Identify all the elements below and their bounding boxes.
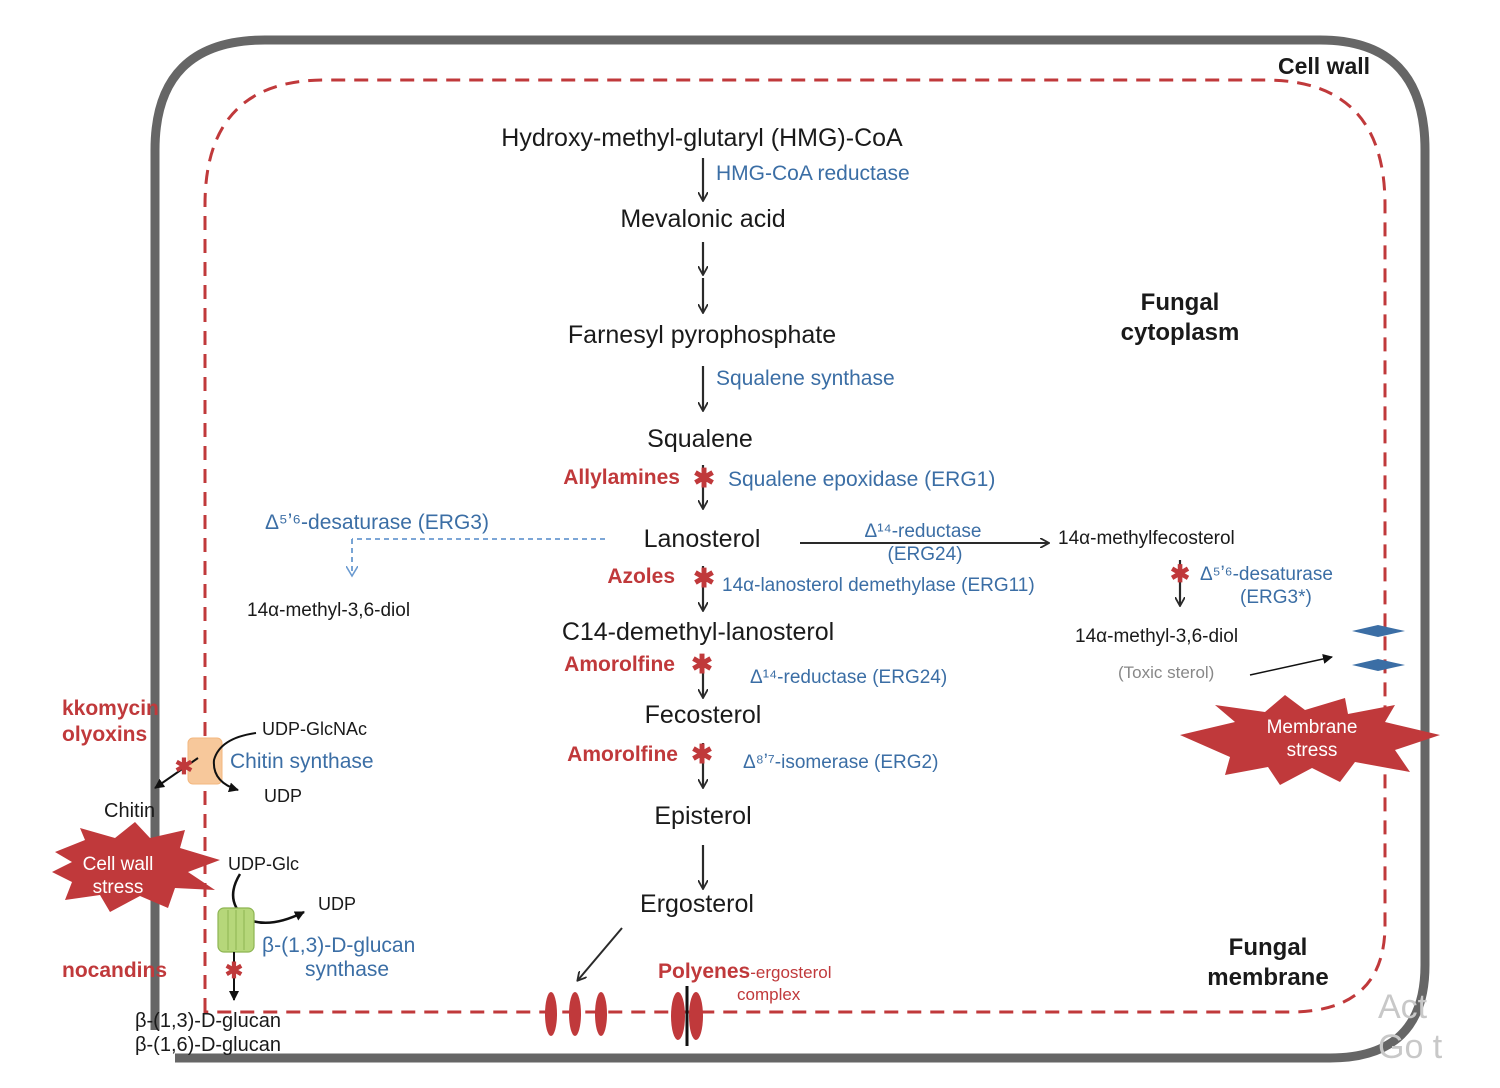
mevalonic-acid: Mevalonic acid	[620, 205, 785, 233]
reductase-right-2: (ERG24)	[888, 544, 963, 565]
squalene-epoxidase: Squalene epoxidase (ERG1)	[728, 468, 995, 491]
fecosterol: Fecosterol	[645, 701, 762, 729]
glucan-synthase-channel	[217, 907, 255, 953]
inhibition-mark-allylamines: ✱	[693, 463, 715, 493]
nikkomycin: kkomycin	[62, 697, 159, 720]
desaturase-right-2: (ERG3*)	[1240, 587, 1312, 608]
chitin: Chitin	[104, 800, 155, 822]
udp-2: UDP	[318, 894, 356, 914]
arrow-toxic-to-membrane	[1249, 654, 1333, 676]
lanosterol-demethylase: 14α-lanosterol demethylase (ERG11)	[722, 575, 1035, 596]
desaturase-right-1: Δ⁵ʼ⁶-desaturase	[1200, 564, 1333, 585]
udp-1: UDP	[264, 786, 302, 806]
cell-wall-border	[150, 35, 1430, 1063]
amorolfine-2: Amorolfine	[567, 743, 678, 766]
desaturase-erg3-left: Δ⁵ʼ⁶-desaturase (ERG3)	[265, 511, 489, 534]
polyene-ergosterol-complex-shape	[671, 986, 703, 1046]
glucan-13: β-(1,3)-D-glucan	[135, 1010, 281, 1032]
svg-text:stress: stress	[1287, 740, 1338, 761]
udp-glc: UDP-Glc	[228, 854, 299, 874]
chitin-synthase: Chitin synthase	[230, 750, 374, 773]
membrane-ergosterol-molecules	[545, 992, 607, 1036]
toxic-sterol: (Toxic sterol)	[1118, 663, 1214, 682]
lanosterol: Lanosterol	[644, 525, 761, 553]
hmg-coa-reductase: HMG-CoA reductase	[716, 162, 910, 185]
watermark-line-1: Act	[1378, 988, 1428, 1026]
membrane-sterol-diamond-2	[1352, 659, 1405, 671]
reductase-erg24: Δ¹⁴-reductase (ERG24)	[750, 667, 947, 688]
arrow-to-chitin	[154, 757, 199, 789]
glucan-16: β-(1,6)-D-glucan	[135, 1034, 281, 1056]
episterol: Episterol	[654, 802, 751, 830]
watermark-line-2: Go t	[1378, 1028, 1443, 1066]
cell-wall-label: Cell wall	[1278, 53, 1370, 79]
membrane-stress-burst: Membrane stress	[1180, 695, 1440, 785]
squalene: Squalene	[647, 425, 753, 453]
svg-text:stress: stress	[93, 877, 144, 898]
diol-left: 14α-methyl-3,6-diol	[247, 600, 410, 621]
hmg-coa: Hydroxy-methyl-glutaryl (HMG)-CoA	[501, 124, 903, 152]
svg-text:Membrane: Membrane	[1267, 717, 1358, 738]
svg-text:Cell wall: Cell wall	[83, 854, 154, 875]
azoles: Azoles	[607, 565, 675, 588]
inhibition-mark-azoles: ✱	[693, 563, 715, 593]
glucan-synthase-1: β-(1,3)-D-glucan	[262, 934, 415, 957]
methylfecosterol: 14α-methylfecosterol	[1058, 528, 1235, 549]
inhibition-mark-amorolfine-2: ✱	[691, 739, 713, 769]
inhibition-mark-erg3: ✱	[1170, 561, 1190, 588]
polyoxins: olyoxins	[62, 723, 147, 746]
fungal-cytoplasm-label-2: cytoplasm	[1121, 319, 1240, 346]
fungal-membrane-label-1: Fungal	[1229, 934, 1308, 961]
inhibition-mark-amorolfine-1: ✱	[691, 649, 713, 679]
echinocandins: nocandins	[62, 959, 167, 982]
chitin-synthase-curve	[212, 732, 257, 793]
inhibition-mark-glucan: ✱	[225, 958, 243, 983]
farnesyl-pyrophosphate: Farnesyl pyrophosphate	[568, 321, 836, 349]
glucan-synthase-2: synthase	[305, 958, 389, 981]
chitin-synthase-channel	[187, 737, 223, 785]
isomerase-erg2: Δ⁸ʼ⁷-isomerase (ERG2)	[743, 752, 938, 773]
diol-right: 14α-methyl-3,6-diol	[1075, 626, 1238, 647]
membrane-sterol-diamond-1	[1352, 625, 1405, 637]
c14-demethyl-lanosterol: C14-demethyl-lanosterol	[562, 618, 834, 646]
udp-glcnac: UDP-GlcNAc	[262, 719, 367, 739]
inhibition-mark-chitin: ✱	[175, 754, 193, 779]
arrow-ergosterol-to-membrane	[578, 927, 623, 980]
fungal-membrane-dashed	[203, 78, 1387, 1014]
polyenes-label: Polyenes-ergosterol	[658, 960, 831, 983]
amorolfine-1: Amorolfine	[564, 653, 675, 676]
complex-label: complex	[737, 985, 801, 1004]
allylamines: Allylamines	[563, 466, 680, 489]
reductase-right-1: Δ¹⁴-reductase	[865, 521, 982, 542]
fungal-cytoplasm-label-1: Fungal	[1141, 289, 1220, 316]
fungal-membrane-label-2: membrane	[1207, 964, 1328, 991]
ergosterol: Ergosterol	[640, 890, 754, 918]
squalene-synthase: Squalene synthase	[716, 367, 895, 390]
cell-wall-stress-burst: Cell wall stress	[52, 822, 220, 912]
